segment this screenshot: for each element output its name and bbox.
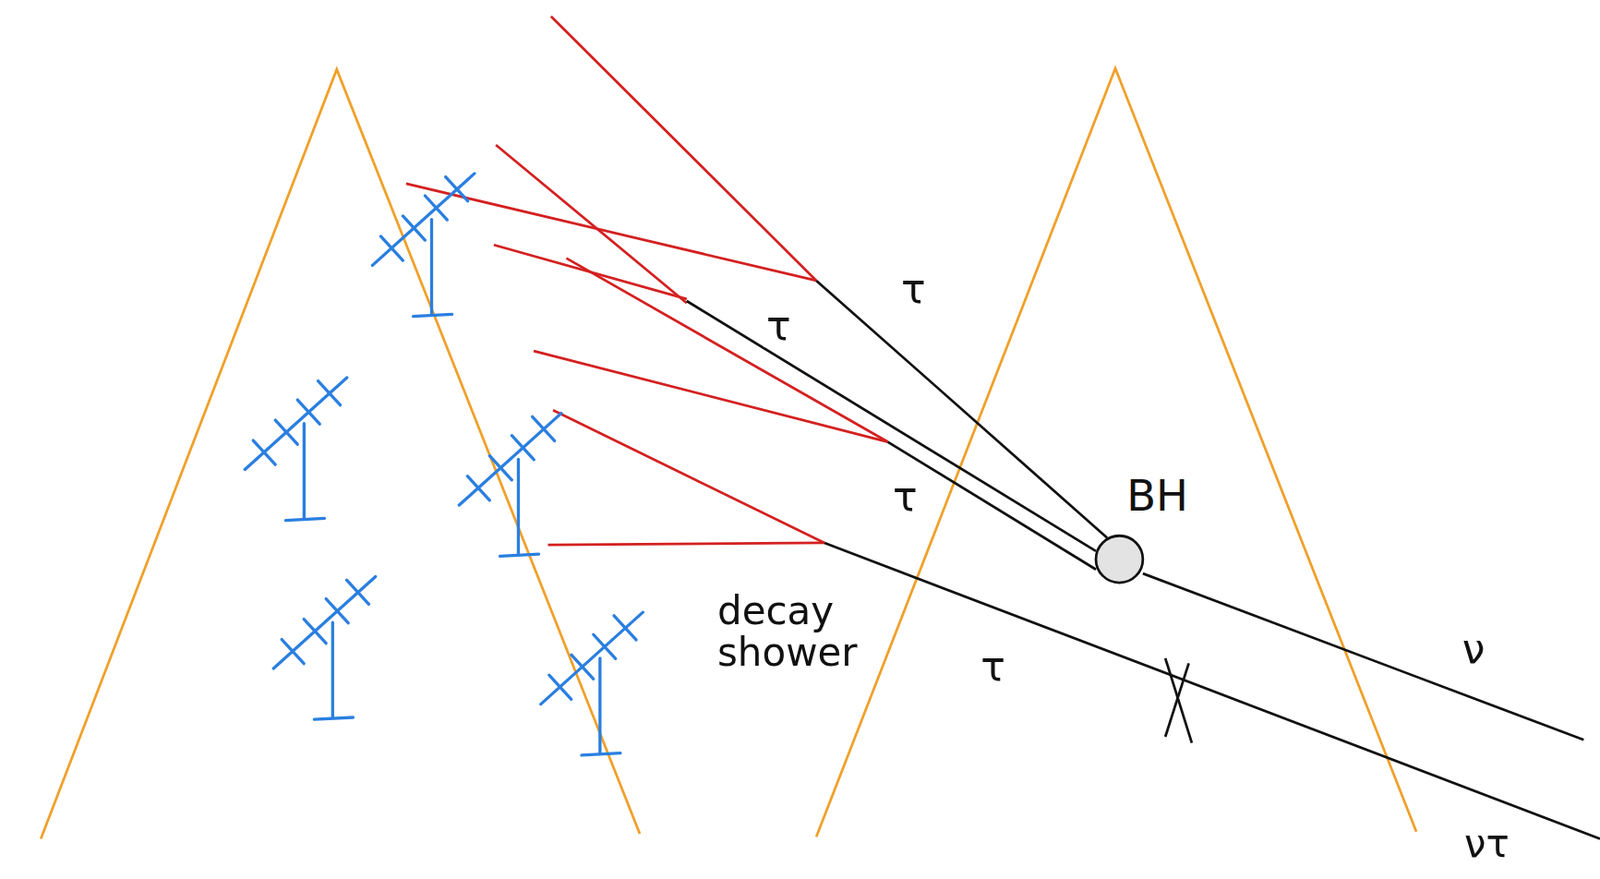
antenna-element	[402, 216, 425, 241]
antenna-element	[613, 615, 637, 640]
antenna-mast	[302, 423, 306, 519]
tau-track	[686, 300, 1096, 552]
antenna-base	[500, 553, 540, 556]
circle-shape	[1095, 535, 1143, 583]
antenna-element	[281, 639, 304, 664]
emission-line	[495, 144, 687, 303]
antennas	[244, 173, 643, 756]
antenna-base	[285, 517, 325, 520]
antenna-mast	[598, 658, 602, 754]
mountain-outline	[816, 68, 1417, 837]
particle-label: τ	[890, 474, 921, 518]
antenna-element	[380, 236, 403, 261]
emission-line	[406, 183, 817, 281]
particle-label: τ	[763, 303, 794, 347]
particle-label: ν	[1458, 627, 1488, 671]
tau-track	[888, 442, 1096, 570]
antenna-element	[303, 619, 326, 644]
antenna-element	[275, 420, 298, 445]
particle-label: ντ	[1461, 824, 1513, 866]
mountains	[40, 68, 1417, 839]
particle-label: τ	[977, 645, 1009, 688]
antenna-base	[413, 313, 453, 316]
emission-line	[551, 16, 817, 281]
antenna-element	[424, 195, 447, 220]
particle-label: τ	[898, 267, 929, 311]
antenna-boom	[541, 612, 644, 704]
antenna-boom	[372, 173, 475, 265]
mountain-outline	[40, 69, 640, 839]
antenna-boom	[273, 576, 376, 668]
antenna-element	[489, 456, 512, 481]
antenna-mast	[517, 458, 520, 554]
antenna-boom	[244, 377, 348, 470]
emission-line	[533, 350, 889, 442]
antenna-element	[549, 674, 572, 699]
antenna-symbol	[541, 612, 644, 756]
antenna-element	[325, 599, 349, 624]
emission-line	[565, 258, 888, 443]
circle-outline	[1094, 533, 1145, 585]
antenna-symbol	[458, 413, 562, 557]
antenna-symbol	[244, 377, 348, 521]
tau-track	[816, 280, 1107, 539]
antenna-element	[467, 476, 490, 501]
antenna-element	[511, 435, 534, 460]
antenna-element	[571, 654, 594, 679]
antenna-symbol	[372, 173, 475, 317]
antenna-base	[313, 717, 353, 720]
emission-line	[553, 409, 825, 543]
antenna-element	[593, 634, 616, 659]
antenna-symbol	[273, 576, 376, 720]
black-hole-circle: BH	[1094, 533, 1145, 585]
neutrino-track	[1142, 573, 1584, 740]
antenna-mast	[331, 622, 335, 718]
interaction-mark	[1165, 662, 1189, 737]
antenna-base	[581, 753, 621, 756]
node-label: BH	[1124, 470, 1191, 521]
neutrino-track	[824, 542, 1600, 840]
antenna-mast	[430, 219, 434, 315]
radio-emission	[406, 16, 889, 546]
annotation: decay shower	[714, 591, 874, 674]
antenna-element	[445, 177, 469, 202]
antenna-element	[297, 399, 320, 424]
antenna-element	[252, 440, 276, 465]
antenna-boom	[458, 413, 562, 506]
particle-tracks	[686, 280, 1600, 840]
antenna-element	[318, 381, 341, 406]
emission-line	[548, 542, 826, 545]
antenna-element	[532, 416, 555, 441]
antenna-element	[346, 579, 369, 604]
interaction-mark	[1165, 658, 1192, 744]
